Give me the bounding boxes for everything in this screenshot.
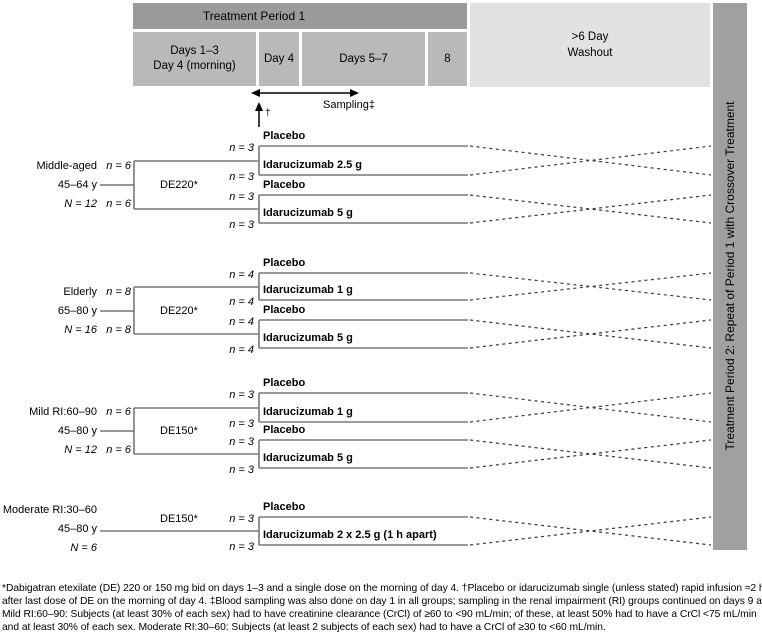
arm-n: n = 3	[229, 389, 254, 401]
arm-n: n = 4	[229, 269, 254, 281]
group-age: 45–80 y	[57, 523, 97, 535]
treatment-code: DE150*	[160, 425, 198, 437]
arm-label: Idarucizumab 5 g	[263, 452, 353, 464]
group-age: 45–80 y	[57, 425, 97, 437]
day-box-days1-3: Days 1–3 Day 4 (morning)	[133, 32, 256, 86]
day-box-days1-3-line2: Day 4 (morning)	[153, 60, 236, 72]
group-total-n: N = 12	[64, 444, 97, 456]
washout-label-line1: >6 Day	[571, 31, 609, 43]
arm-n: n = 4	[229, 344, 254, 356]
arm-n: n = 4	[229, 296, 254, 308]
day-box-day8: 8	[428, 32, 467, 86]
arm-n: n = 3	[229, 541, 254, 553]
day-box-days5-7-label: Days 5–7	[339, 52, 388, 65]
arm-label: Idarucizumab 5 g	[263, 207, 353, 219]
arm-label: Placebo	[263, 130, 306, 142]
arm-n: n = 3	[229, 513, 254, 525]
treatment-period1-label: Treatment Period 1	[202, 9, 306, 23]
day-box-days5-7: Days 5–7	[302, 32, 425, 86]
arm-label: Placebo	[263, 424, 306, 436]
treatment-period1-bar	[133, 3, 467, 29]
washout-box: >6 Day Washout	[470, 3, 710, 87]
sampling-label: Sampling‡	[323, 99, 375, 111]
group-name: Mild RI:60–90	[29, 406, 97, 418]
footnote: *Dabigatran etexilate (DE) 220 or 150 mg…	[2, 582, 762, 634]
arm-n: n = 3	[229, 464, 254, 476]
arm-label: Placebo	[263, 179, 306, 191]
treatment-period2-label: Treatment Period 2: Repeat of Period 1 w…	[723, 101, 737, 451]
group-name: Moderate RI:30–60	[2, 504, 97, 516]
arm-label: Placebo	[263, 304, 306, 316]
arm-label: Placebo	[263, 257, 306, 269]
branch-n-bottom: n = 6	[106, 444, 131, 456]
infusion-dagger: †	[265, 108, 271, 119]
arm-n: n = 3	[229, 436, 254, 448]
footnote-line: after last dose of DE on the morning of …	[2, 596, 762, 607]
group-name: Elderly	[63, 286, 97, 298]
arm-n: n = 3	[229, 142, 254, 154]
arm-n: n = 3	[229, 171, 254, 183]
group-total-n: N = 12	[64, 198, 97, 210]
arm-label: Placebo	[263, 501, 306, 513]
day-box-day8-label: 8	[444, 52, 451, 65]
footnote-line: and at least 30% of each sex. Moderate R…	[2, 622, 606, 633]
treatment-code: DE150*	[160, 513, 198, 525]
footnote-line: *Dabigatran etexilate (DE) 220 or 150 mg…	[2, 583, 762, 594]
branch-n-top: n = 6	[106, 160, 131, 172]
arm-label: Idarucizumab 1 g	[263, 406, 353, 418]
arm-n: n = 3	[229, 418, 254, 430]
treatment-period2-bar	[713, 3, 747, 550]
group-total-n: N = 16	[64, 324, 97, 336]
group-age: 65–80 y	[57, 305, 97, 317]
footnote-line: Mild RI:60–90: Subjects (at least 30% of…	[2, 609, 757, 620]
branch-n-bottom: n = 6	[106, 198, 131, 210]
infusion-arrow	[255, 102, 263, 127]
group-total-n: N = 6	[70, 542, 97, 554]
arm-label: Idarucizumab 5 g	[263, 332, 353, 344]
treatment-code: DE220*	[160, 305, 198, 317]
day-box-day4: Day 4	[259, 32, 299, 86]
arm-label: Idarucizumab 1 g	[263, 284, 353, 296]
arm-label: Idarucizumab 2 x 2.5 g (1 h apart)	[263, 529, 437, 541]
washout-label-line2: Washout	[567, 47, 613, 59]
branch-n-bottom: n = 8	[106, 324, 131, 336]
arm-n: n = 4	[229, 316, 254, 328]
group-age: 45–64 y	[57, 179, 97, 191]
group-name: Middle-aged	[36, 160, 97, 172]
day-box-days1-3-line1: Days 1–3	[170, 45, 219, 57]
arm-label: Placebo	[263, 377, 306, 389]
arm-n: n = 3	[229, 219, 254, 231]
treatment-code: DE220*	[160, 179, 198, 191]
arm-label: Idarucizumab 2.5 g	[263, 159, 363, 171]
arm-n: n = 3	[229, 191, 254, 203]
branch-n-top: n = 6	[106, 406, 131, 418]
sampling-arrow	[251, 89, 359, 97]
branch-n-top: n = 8	[106, 286, 131, 298]
day-box-day4-label: Day 4	[263, 52, 295, 65]
